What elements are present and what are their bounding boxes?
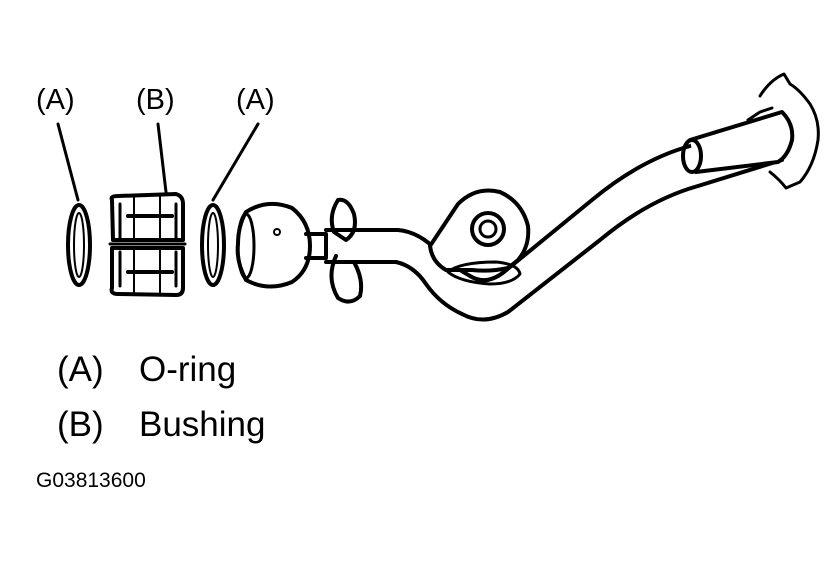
legend-key: (A) (57, 350, 104, 389)
fuel-pipe (324, 114, 784, 322)
connector-housing-notch (746, 106, 774, 122)
o-ring-right (200, 203, 226, 287)
leader-line-left-o-ring (56, 122, 80, 202)
o-ring-left (66, 203, 92, 287)
figure-id: G03813600 (36, 469, 146, 492)
mounting-bracket (428, 188, 531, 286)
legend-label: O-ring (139, 350, 237, 389)
connector-housing-outline (758, 72, 820, 190)
retainer-clip (329, 197, 364, 304)
leader-line-bushing (156, 122, 168, 194)
legend-key: (B) (57, 405, 104, 444)
legend-label: Bushing (139, 405, 266, 444)
bushing (108, 192, 187, 297)
pipe-stub (681, 110, 795, 174)
legend-row-bushing: (B) Bushing (57, 407, 265, 442)
legend-row-o-ring: (A) O-ring (57, 352, 236, 387)
pipe-end-fitting (235, 201, 328, 289)
callout-bushing: (B) (136, 84, 175, 116)
leader-line-right-o-ring (211, 122, 260, 202)
callout-o-ring-left: (A) (36, 84, 75, 116)
callout-o-ring-right: (A) (236, 84, 275, 116)
